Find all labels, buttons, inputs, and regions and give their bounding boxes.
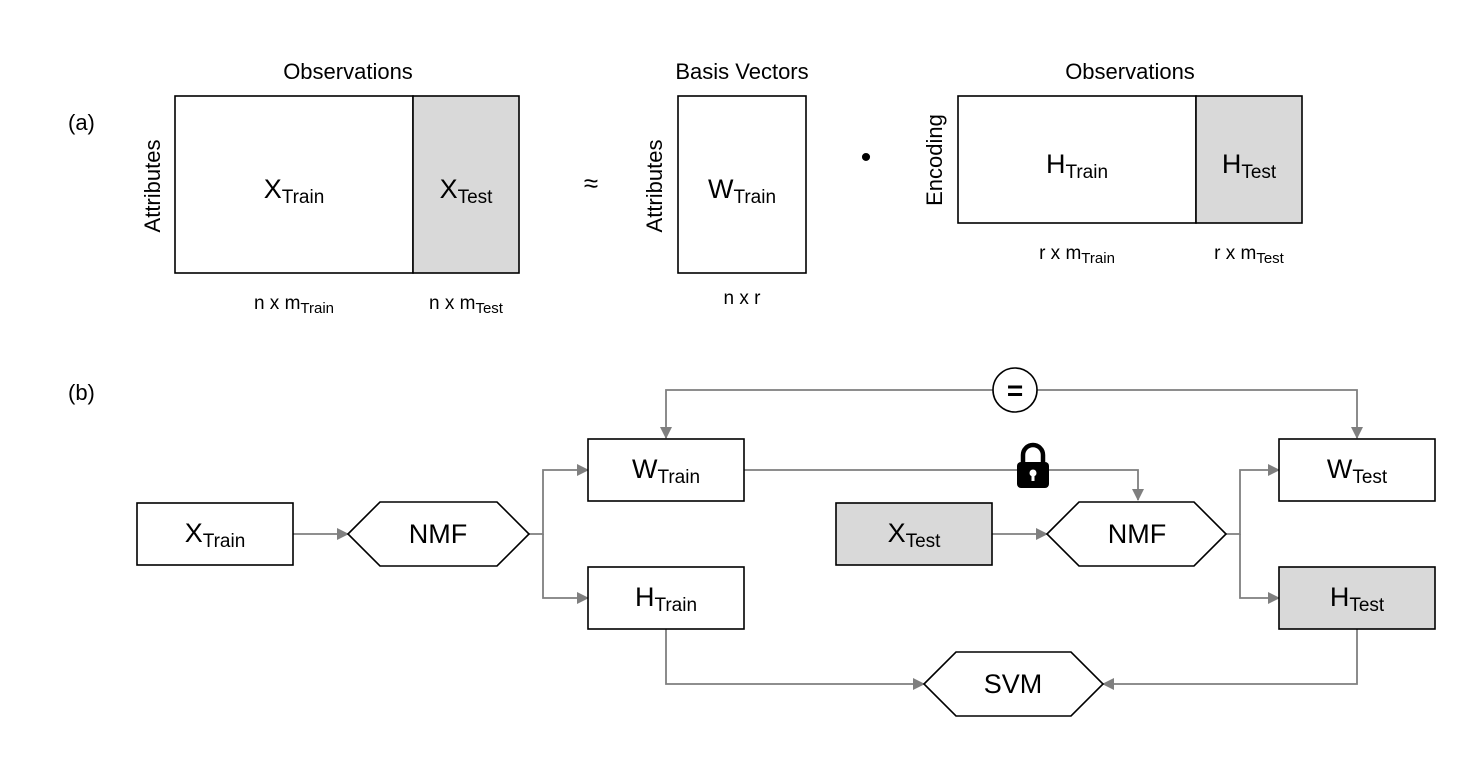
w-test-node-label: WTest <box>1327 454 1388 488</box>
h-matrix-top-label: Observations <box>1065 59 1195 84</box>
w-train-node-label: WTrain <box>632 454 700 488</box>
arrow-wtrain-to-nmf-test <box>744 469 1144 501</box>
x-train-node-label: XTrain <box>185 518 246 552</box>
h-test-label: HTest <box>1222 149 1277 183</box>
arrow-htest-to-svm <box>1102 629 1358 690</box>
x-test-node-label: XTest <box>888 518 942 552</box>
panel-b-label: (b) <box>68 380 95 405</box>
h-test-dimension: r x mTest <box>1214 243 1285 267</box>
x-test-node: XTest <box>835 502 993 566</box>
h-matrix: Observations Encoding HTrain HTest r x m… <box>922 59 1303 267</box>
arrow-nmf-to-htrain <box>542 534 589 604</box>
h-train-dimension: r x mTrain <box>1039 243 1115 267</box>
x-train-dimension: n x mTrain <box>254 293 334 317</box>
w-matrix-side-label: Attributes <box>642 140 667 233</box>
x-test-block <box>412 95 520 274</box>
equality-link-right <box>1037 389 1363 439</box>
arrow-htrain-to-svm <box>665 629 925 690</box>
w-train-block <box>677 95 807 274</box>
equality-link-left <box>660 389 993 439</box>
approx-symbol: ≈ <box>584 168 598 198</box>
x-train-label: XTrain <box>264 174 325 208</box>
nmf-test-label: NMF <box>1108 519 1166 549</box>
nmf-train-label: NMF <box>409 519 467 549</box>
h-train-node-label: HTrain <box>635 582 697 616</box>
h-test-node: HTest <box>1278 566 1436 630</box>
arrow-nmf-to-wtrain <box>529 464 589 535</box>
w-train-label: WTrain <box>708 174 776 208</box>
h-test-block <box>1195 95 1303 224</box>
x-matrix-top-label: Observations <box>283 59 413 84</box>
flow-connectors <box>293 389 1363 690</box>
x-test-label: XTest <box>440 174 494 208</box>
w-train-node: WTrain <box>587 438 745 502</box>
w-matrix-top-label: Basis Vectors <box>675 59 808 84</box>
x-matrix: Observations Attributes XTrain XTest n x… <box>140 59 520 317</box>
dot-symbol: • <box>861 141 872 174</box>
x-train-block <box>174 95 414 274</box>
h-train-block <box>957 95 1197 224</box>
arrow-nmf-to-htest <box>1239 534 1280 604</box>
x-matrix-side-label: Attributes <box>140 140 165 233</box>
w-dimension: n x r <box>724 288 762 309</box>
h-test-node-label: HTest <box>1330 582 1385 616</box>
x-train-node: XTrain <box>136 502 294 566</box>
h-train-label: HTrain <box>1046 149 1108 183</box>
w-test-node: WTest <box>1278 438 1436 502</box>
x-test-dimension: n x mTest <box>429 293 504 317</box>
equals-circle <box>992 367 1038 413</box>
arrow-nmf-to-wtest <box>1226 464 1280 535</box>
svm-node: SVM <box>922 651 1105 717</box>
equals-symbol: = <box>1007 375 1023 406</box>
nmf-test-node: NMF <box>1045 501 1228 567</box>
w-matrix: Basis Vectors Attributes WTrain n x r <box>642 59 809 309</box>
h-train-node: HTrain <box>587 566 745 630</box>
equals-node: = <box>992 367 1038 413</box>
padlock-icon <box>1017 442 1049 488</box>
svm-label: SVM <box>984 669 1043 699</box>
h-matrix-side-label: Encoding <box>922 114 947 206</box>
panel-a-label: (a) <box>68 110 95 135</box>
nmf-train-node: NMF <box>346 501 531 567</box>
